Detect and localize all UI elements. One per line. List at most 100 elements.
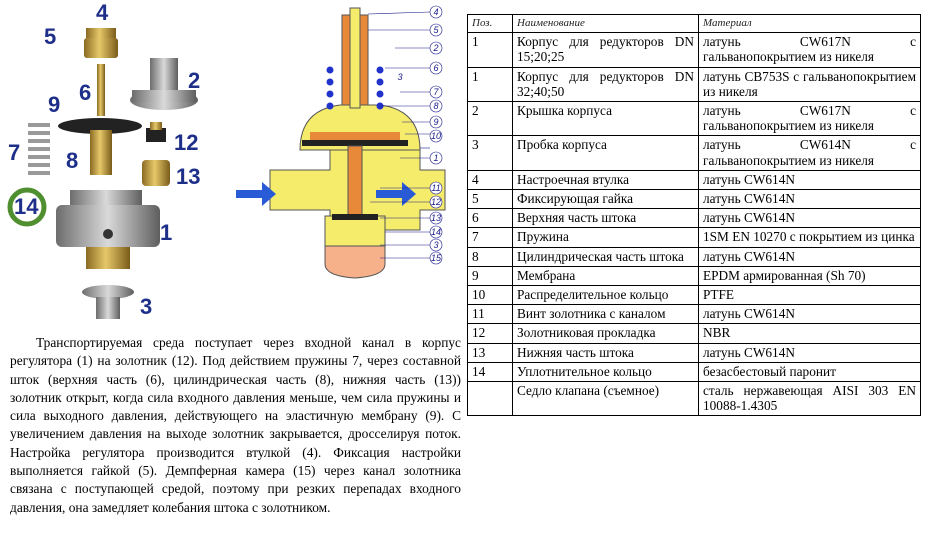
- cell-material-text: латунь CW617N с гальванопокрытием из ник…: [703, 34, 916, 65]
- cell-position-text: 5: [472, 191, 479, 207]
- cell-material: латунь CW617N с гальванопокрытием из ник…: [698, 101, 921, 137]
- header-position: Поз.: [467, 13, 513, 34]
- table-header-row: Поз. Наименование Материал: [467, 13, 921, 34]
- callout-2: 2: [188, 68, 201, 93]
- cell-position: 8: [467, 246, 513, 267]
- schematic-label-3-upper: 3: [397, 72, 402, 82]
- cell-material-text: латунь CW614N: [703, 248, 795, 264]
- schematic-label-14: 14: [431, 227, 441, 237]
- cell-name-text: Нижняя часть штока: [517, 344, 634, 360]
- cell-name-text: Корпус для редукторов DN 32;40;50: [517, 68, 694, 99]
- inlet-flow-arrow: [236, 182, 276, 206]
- cell-position: 12: [467, 323, 513, 344]
- cell-material-text: EPDM армированная (Sh 70): [703, 267, 866, 283]
- cell-name-text: Золотниковая прокладка: [517, 325, 656, 341]
- cell-name: Седло клапана (съемное): [512, 381, 699, 417]
- body-cover-part: [130, 58, 198, 110]
- cell-name-text: Мембрана: [517, 267, 576, 283]
- cell-name-text: Крышка корпуса: [517, 103, 612, 119]
- cell-position: 1: [467, 66, 513, 103]
- cell-position-text: 2: [472, 103, 479, 119]
- cell-material-text: латунь CW614N: [703, 306, 795, 322]
- cell-position-text: 3: [472, 137, 479, 153]
- cell-name: Золотниковая прокладка: [512, 323, 699, 344]
- cell-material: PTFE: [698, 285, 921, 306]
- cell-material: латунь CW614N: [698, 208, 921, 229]
- schematic-label-7: 7: [433, 87, 439, 97]
- header-name: Наименование: [512, 13, 699, 34]
- schematic-label-5: 5: [433, 25, 439, 35]
- cell-position-text: 6: [472, 210, 479, 226]
- cell-material-text: латунь CB753S с гальванопокрытием из ник…: [703, 68, 916, 99]
- cell-position: 4: [467, 169, 513, 191]
- cell-name: Мембрана: [512, 265, 699, 287]
- cell-name-text: Цилиндрическая часть штока: [517, 248, 684, 264]
- callout-8: 8: [66, 148, 79, 173]
- exploded-parts-illustration: [7, 28, 198, 319]
- cell-position: 13: [467, 342, 513, 363]
- exploded-parts-photo: 4 5 6 2 9 12 7 8 13 14 1 3: [0, 0, 230, 330]
- cell-material: безасбестовый паронит: [698, 361, 921, 383]
- cell-material: 1SM EN 10270 с покрытием из цинка: [698, 227, 921, 248]
- cell-position: 1: [467, 32, 513, 68]
- cell-name: Уплотнительное кольцо: [512, 361, 699, 383]
- spring-part: [28, 123, 50, 175]
- cell-position-text: 13: [472, 344, 486, 360]
- cell-material-text: NBR: [703, 325, 731, 341]
- callout-9: 9: [48, 92, 61, 117]
- description-text: Транспортируемая среда поступает через в…: [10, 335, 461, 515]
- valve-plug-part: [146, 122, 166, 142]
- callout-7: 7: [8, 140, 21, 165]
- cell-name: Верхняя часть штока: [512, 208, 699, 229]
- cell-material: латунь CW614N: [698, 304, 921, 325]
- cell-name: Корпус для редукторов DN 32;40;50: [512, 66, 699, 103]
- cell-position-text: 7: [472, 229, 479, 245]
- cell-position: 2: [467, 101, 513, 137]
- cell-material-text: латунь CW614N: [703, 191, 795, 207]
- cell-material: латунь CW614N: [698, 169, 921, 191]
- callout-3: 3: [140, 294, 153, 319]
- cell-name-text: Фиксирующая гайка: [517, 191, 634, 207]
- cell-position-text: 10: [472, 287, 486, 303]
- cell-name: Цилиндрическая часть штока: [512, 246, 699, 267]
- schematic-label-6: 6: [433, 63, 438, 73]
- table-row: Седло клапана (съемное)сталь нержавеющая…: [467, 381, 921, 417]
- cell-material: латунь CW614N с гальванопокрытием из ник…: [698, 135, 921, 171]
- cell-material: латунь CW614N: [698, 246, 921, 267]
- table-row: 2 Крышка корпуса латунь CW617N с гальваноп…: [467, 101, 921, 137]
- schematic-label-10: 10: [431, 131, 441, 141]
- cross-section-schematic: 4 5 2 6 7 8 9 10 1 11 12 13 14 3 15 3: [230, 0, 465, 300]
- cell-name-text: Пружина: [517, 229, 569, 245]
- schematic-label-15: 15: [431, 253, 442, 263]
- cell-name-text: Распределительное кольцо: [517, 287, 669, 303]
- table-row: 6 Верхняя часть штока латунь CW614N: [467, 208, 921, 229]
- cell-name-text: Пробка корпуса: [517, 137, 607, 153]
- cell-position: [467, 381, 513, 417]
- cell-name: Пружина: [512, 227, 699, 248]
- cell-name: Крышка корпуса: [512, 101, 699, 137]
- callout-1: 1: [160, 220, 173, 245]
- upper-stem-part: [97, 64, 105, 116]
- cell-name: Пробка корпуса: [512, 135, 699, 171]
- lower-stem-part: [142, 160, 170, 186]
- cell-material-text: 1SM EN 10270 с покрытием из цинка: [703, 229, 915, 245]
- table-row: 5 Фиксирующая гайка латунь CW614N: [467, 189, 921, 210]
- cell-name-text: Верхняя часть штока: [517, 210, 637, 226]
- cell-name-text: Винт золотника с каналом: [517, 306, 666, 322]
- schematic-label-3-lower: 3: [433, 240, 438, 250]
- callout-6: 6: [79, 80, 92, 105]
- schematic-label-1: 1: [433, 153, 438, 163]
- cell-material-text: латунь CW614N: [703, 210, 795, 226]
- schematic-label-8: 8: [433, 101, 438, 111]
- cell-material: латунь CW614N: [698, 342, 921, 363]
- cell-name: Винт золотника с каналом: [512, 304, 699, 325]
- schematic-label-4: 4: [433, 7, 438, 17]
- cell-position-text: 1: [472, 34, 479, 50]
